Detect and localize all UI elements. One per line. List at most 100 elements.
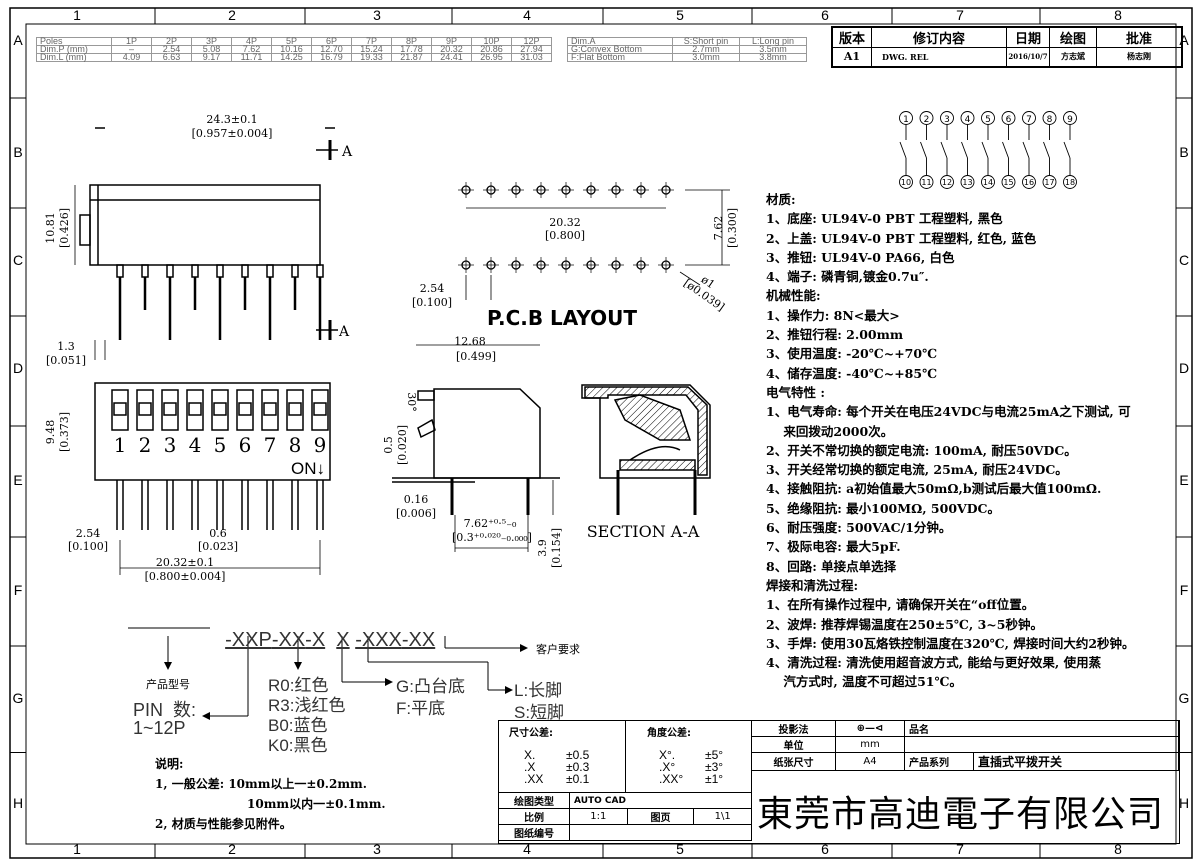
- table-cell: 14.25: [271, 53, 312, 62]
- table-row: A1 DWG. REL 2016/10/7 方志斌 杨志刚: [831, 47, 1183, 67]
- dim-pin-span-in: [0.800±0.004]: [145, 570, 226, 583]
- spec-line: 汽方式时, 温度不可超过51℃。: [766, 674, 962, 690]
- ang-tol-label: 角度公差:: [647, 728, 691, 739]
- color-option: B0:蓝色: [268, 716, 328, 735]
- spec-line: 7、极际电容: 最大5pF.: [766, 539, 901, 555]
- pin-label: 10: [901, 178, 911, 187]
- pin-circle: [981, 111, 995, 125]
- dim-pcb-span-in: [0.800]: [545, 229, 585, 242]
- customer-label: 客户要求: [536, 643, 580, 656]
- grid-row-label: D: [13, 360, 23, 376]
- drawing-no-value: [569, 824, 752, 841]
- tol-value: ±3°: [705, 760, 724, 774]
- pin-circle: [940, 111, 954, 125]
- section-view: [581, 384, 711, 515]
- grid-row-label: F: [1180, 582, 1189, 598]
- tol-value: ±0.3: [566, 760, 590, 774]
- unit-value: mm: [835, 736, 905, 753]
- cad-value: AUTO CAD: [569, 792, 752, 809]
- ang-tol-list: X°.±5° .X°±3° .XX°±1°: [659, 749, 723, 785]
- title-block: 尺寸公差: X.±0.5 .X±0.3 .XX±0.1 角度公差: X°.±5°…: [498, 720, 1180, 844]
- part-number-arrows: [128, 627, 520, 717]
- name-label: 品名: [904, 720, 974, 737]
- dim-pcb-pitch: 2.54: [420, 282, 445, 295]
- table-cell: 19.33: [351, 53, 392, 62]
- pin-circle: [981, 175, 995, 189]
- grid-row-label: E: [13, 472, 22, 488]
- switch-number: 7: [264, 433, 277, 457]
- page-label: 图页: [626, 808, 695, 825]
- series-label: 产品系列: [904, 752, 974, 771]
- code-pins: -XXP: [225, 629, 272, 651]
- table-cell: 绘图: [1049, 26, 1097, 48]
- grid-column-label: 2: [228, 7, 236, 23]
- grid-column-label: 2: [228, 841, 236, 857]
- front-view: [74, 127, 338, 360]
- grid-column-label: 6: [821, 7, 829, 23]
- switch-number: 5: [214, 433, 227, 457]
- spec-line: 机械性能:: [766, 288, 821, 304]
- paper-value: A4: [835, 752, 905, 771]
- dim-pcb-span: 20.32: [549, 216, 581, 229]
- spec-line: 4、端子: 磷青铜,镀金0.7u″.: [766, 269, 929, 285]
- grid-row-label: H: [13, 795, 23, 811]
- color-option: K0:黑色: [268, 736, 328, 755]
- table-cell: 4.09: [111, 53, 152, 62]
- side-view: [392, 344, 560, 552]
- dim-offset-in: [0.051]: [46, 354, 86, 367]
- grid-row-label: B: [13, 144, 22, 160]
- pin-length-table: Dim.A S:Short pin L:Long pin G:Convex Bo…: [567, 37, 807, 62]
- spec-line: 2、波焊: 推荐焊锡温度在250±5℃, 3~5秒钟。: [766, 616, 1043, 632]
- grid-column-label: 4: [523, 841, 531, 857]
- notes: 说明: 1, 一般公差: 10mm以上一±0.2mm. 10mm以内一±0.1m…: [155, 754, 386, 834]
- grid-row-label: A: [13, 32, 23, 48]
- grid-column-label: 1: [73, 7, 81, 23]
- pin-circle: [960, 111, 975, 125]
- cad-label: 绘图类型: [498, 792, 570, 809]
- paper-label: 纸张尺寸: [751, 752, 836, 771]
- dim-pin-len: 3.9: [536, 539, 549, 557]
- spec-line: 材质:: [766, 192, 796, 207]
- table-cell: A1: [831, 47, 872, 67]
- pin-label: 16: [1024, 178, 1034, 187]
- spec-line: 3、手焊: 使用30瓦烙铁控制温度在320℃, 焊接时间大约2秒钟。: [766, 635, 1135, 651]
- pin-label: 4: [965, 115, 971, 125]
- grid-column-label: 5: [676, 7, 684, 23]
- notes-line: 10mm以内一±0.1mm.: [247, 797, 386, 811]
- spec-line: 焊接和清洗过程:: [766, 577, 859, 593]
- dim-side-width: 12.68: [454, 335, 486, 348]
- section-mark-bottom: A: [338, 324, 350, 340]
- scale-label: 比例: [498, 808, 570, 825]
- code-suffix: -XX: [401, 629, 436, 651]
- pin-circle: [1063, 111, 1077, 125]
- tol-key: .XX: [524, 772, 544, 786]
- spec-line: 3、使用温度: -20℃~+70℃: [766, 346, 938, 362]
- pin-circle: [1042, 175, 1057, 189]
- pin-label: 3: [944, 115, 950, 125]
- dim-offset: 1.3: [57, 340, 75, 353]
- dim-standoff-in: [0.006]: [396, 507, 436, 520]
- pin-circle: [1042, 111, 1057, 125]
- table-row: F:Flat Bottom 3.0mm 3.8mm: [567, 53, 807, 62]
- table-cell: 3.8mm: [739, 53, 807, 62]
- grid-row-label: H: [1179, 795, 1189, 811]
- grid-column-label: 7: [956, 841, 964, 857]
- table-cell: 26.95: [471, 53, 512, 62]
- company-name: 東莞市高迪電子有限公司: [757, 794, 1165, 835]
- pin-count-range: 1~12P: [133, 718, 186, 738]
- tol-key: .X°: [659, 760, 676, 774]
- spec-line: 1、电气寿命: 每个开关在电压24VDC与电流25mA之下测试, 可: [766, 404, 1131, 420]
- pin-circle: [960, 175, 975, 189]
- table-cell: DWG. REL: [871, 47, 1007, 67]
- pin-circle: [1001, 175, 1016, 189]
- grid-row-label: F: [14, 582, 23, 598]
- projection-symbol-icon: ⊕—⊲: [835, 720, 905, 737]
- grid-column-label: 3: [373, 7, 381, 23]
- spec-line: 5、绝缘阻抗: 最小100MΩ, 500VDC。: [766, 500, 1001, 516]
- grid-column-label: 8: [1114, 841, 1122, 857]
- pin-label: 9: [1067, 115, 1073, 125]
- pin-label: 15: [1003, 178, 1013, 187]
- switch-number: 6: [239, 433, 252, 457]
- grid-column-label: 4: [523, 7, 531, 23]
